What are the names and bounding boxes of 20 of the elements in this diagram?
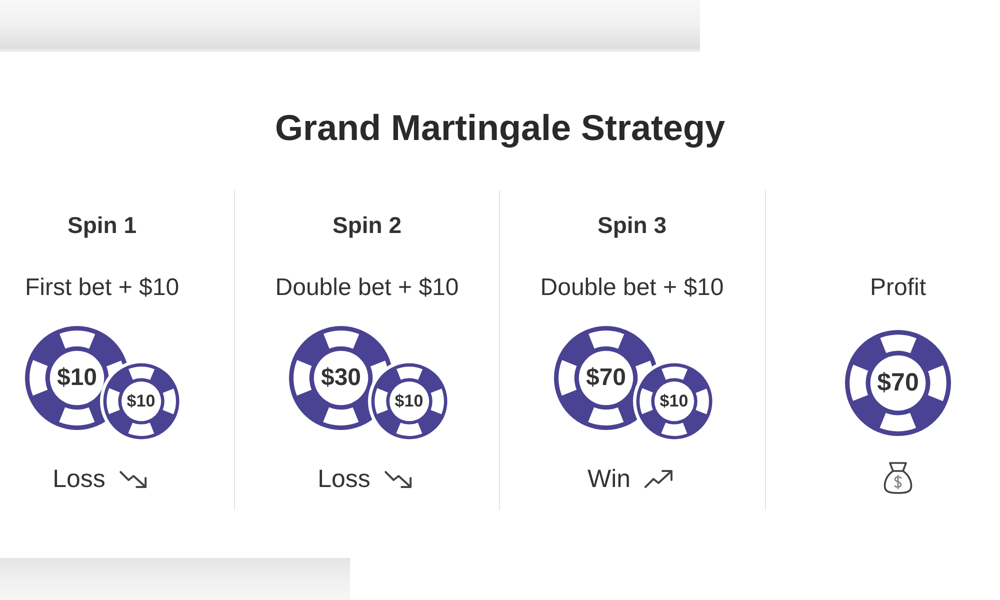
result-text: Loss: [52, 464, 106, 494]
bet-description: First bet + $10: [24, 273, 180, 303]
column-heading: Spin 1: [68, 211, 136, 240]
result-text: Loss: [318, 464, 370, 494]
chip-value: $10: [126, 392, 156, 410]
bet-description: Double bet + $10: [540, 273, 724, 303]
chip-value: $70: [586, 366, 626, 390]
chip-value: $10: [394, 392, 424, 410]
title: Grand Martingale Strategy: [274, 106, 726, 150]
chip-value: $30: [320, 366, 362, 390]
column-heading: Spin 2: [332, 211, 402, 240]
column-heading: Spin 3: [598, 211, 666, 240]
chip-value: $10: [56, 366, 98, 390]
chip-value: $10: [660, 392, 688, 410]
column-heading: Profit: [870, 273, 926, 303]
poker-chip: [100, 360, 182, 442]
result-text: Win: [587, 464, 631, 494]
poker-chip: [845, 330, 951, 436]
bet-description: Double bet + $10: [275, 273, 459, 303]
chip-value: $70: [877, 370, 919, 396]
